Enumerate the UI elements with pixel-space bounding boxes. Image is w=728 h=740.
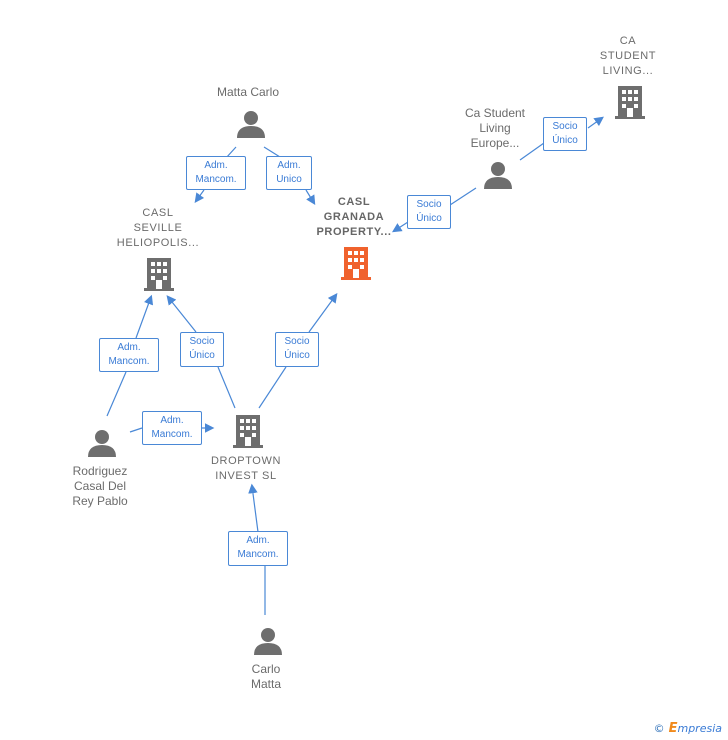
edge-line-droptown-granada [258, 295, 336, 409]
building-icon[interactable] [143, 256, 175, 292]
node-label-carlo-matta: Carlo Matta [250, 662, 282, 691]
footer-brand: ©Empresia [654, 721, 722, 736]
node-label-ca-student-living: CA STUDENT LIVING... [599, 35, 657, 77]
edge-line-europe-granada [394, 187, 477, 231]
edge-label-adm-mancom[interactable]: Adm. Mancom. [142, 411, 202, 445]
edge-line-droptown-seville [168, 297, 236, 409]
edge-label-adm-mancom[interactable]: Adm. Mancom. [228, 531, 288, 566]
edge-line-europe-student [519, 118, 602, 161]
building-icon[interactable] [232, 413, 264, 449]
node-label-droptown: DROPTOWN INVEST SL [211, 455, 281, 482]
edge-label-socio-unico[interactable]: Socio Único [275, 332, 319, 367]
person-icon[interactable] [86, 427, 118, 459]
person-icon[interactable] [252, 625, 284, 657]
edge-label-adm-mancom[interactable]: Adm. Mancom. [186, 156, 246, 190]
node-label-ca-student-living-europe: Ca Student Living Europe... [464, 106, 526, 150]
node-label-matta-carlo: Matta Carlo [216, 85, 280, 99]
edge-label-adm-mancom[interactable]: Adm. Mancom. [99, 338, 159, 372]
node-label-rodriguez: Rodriguez Casal Del Rey Pablo [72, 464, 128, 508]
node-label-casl-seville: CASL SEVILLE HELIOPOLIS... [116, 207, 200, 249]
edge-line-rodriguez-seville [106, 297, 151, 417]
edge-line-matta-granada [263, 146, 314, 203]
edge-label-socio-unico[interactable]: Socio Único [180, 332, 224, 367]
edge-label-adm-unico[interactable]: Adm. Unico [266, 156, 312, 190]
edge-label-socio-unico[interactable]: Socio Único [543, 117, 587, 151]
edge-line-carlo-droptown [252, 486, 266, 615]
building-icon-focus[interactable] [340, 245, 372, 281]
copyright-icon: © [653, 722, 665, 735]
node-label-casl-granada: CASL GRANADA PROPERTY... [316, 196, 392, 238]
person-icon[interactable] [235, 108, 267, 140]
edge-line-rodriguez-droptown [129, 428, 212, 432]
edge-label-socio-unico[interactable]: Socio Único [407, 195, 451, 229]
building-icon[interactable] [614, 84, 646, 120]
brand-logo: Empresia [668, 721, 722, 736]
person-icon[interactable] [482, 159, 514, 191]
